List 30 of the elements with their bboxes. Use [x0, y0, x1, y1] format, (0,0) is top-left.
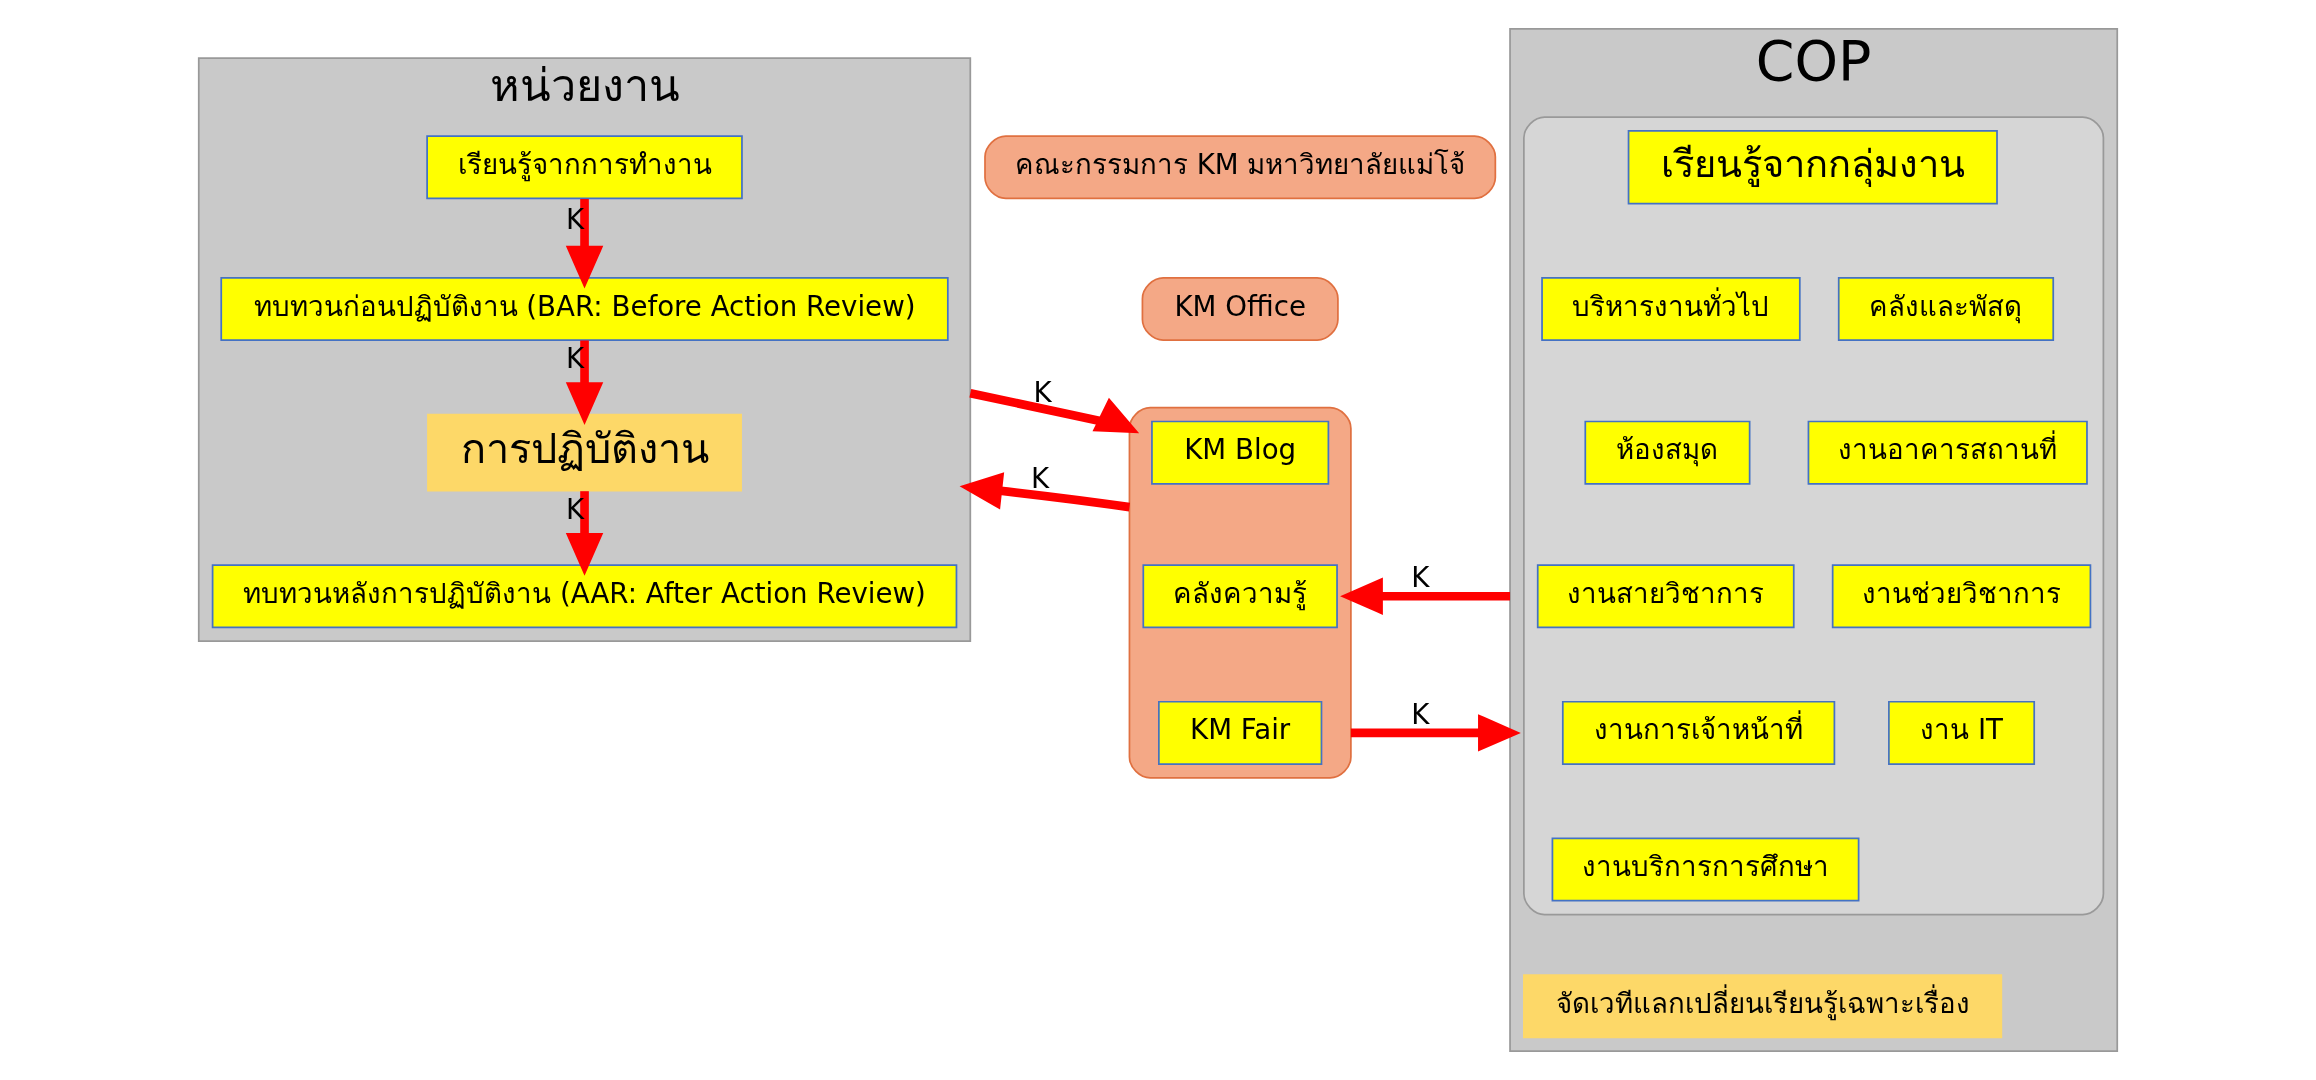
node-box: ห้องสมุด [1584, 420, 1751, 485]
node-box: งานสายวิชาการ [1536, 564, 1795, 629]
edge-label: K [1030, 461, 1050, 495]
arrow [1350, 714, 1521, 752]
arrow [565, 198, 604, 289]
node-box: งาน IT [1888, 700, 2036, 765]
node-box: งานบริการการศึกษา [1551, 837, 1860, 902]
cluster [1523, 116, 2105, 916]
node-box: KM Fair [1158, 700, 1323, 765]
node-box: งานอาคารสถานที่ [1807, 420, 2088, 485]
edge-label: K [1411, 561, 1430, 595]
node-box: เรียนรู้จากการทำงาน [426, 135, 743, 200]
arrow [1340, 577, 1511, 615]
node-box: KM Blog [1151, 420, 1330, 485]
node-box: คลังและพัสดุ [1837, 277, 2055, 342]
node-box: งานช่วยวิชาการ [1831, 564, 2092, 629]
node-box: KM Office [1141, 277, 1339, 342]
node-box: จัดเวทีแลกเปลี่ยนเรียนรู้เฉพาะเรื่อง [1523, 974, 2003, 1039]
node-box: คลังความรู้ [1142, 564, 1338, 629]
cluster [1128, 406, 1352, 779]
node-box: ทบทวนหลังการปฏิบัติงาน (AAR: After Action Review) [211, 564, 958, 629]
node-box: ทบทวนก่อนปฏิบัติงาน (BAR: Before Action Review) [220, 277, 949, 342]
node-box: งานการเจ้าหน้าที่ [1561, 700, 1836, 765]
node-box: คณะกรรมการ KM มหาวิทยาลัยแม่โจ้ [984, 135, 1497, 200]
node-box: บริหารงานทั่วไป [1541, 277, 1801, 342]
node-box: การปฏิบัติงาน [427, 413, 742, 492]
edge-label: K [1411, 697, 1430, 731]
node-box: เรียนรู้จากกลุ่มงาน [1627, 130, 1998, 205]
arrow [959, 472, 1131, 512]
edge-label: K [1033, 375, 1052, 409]
